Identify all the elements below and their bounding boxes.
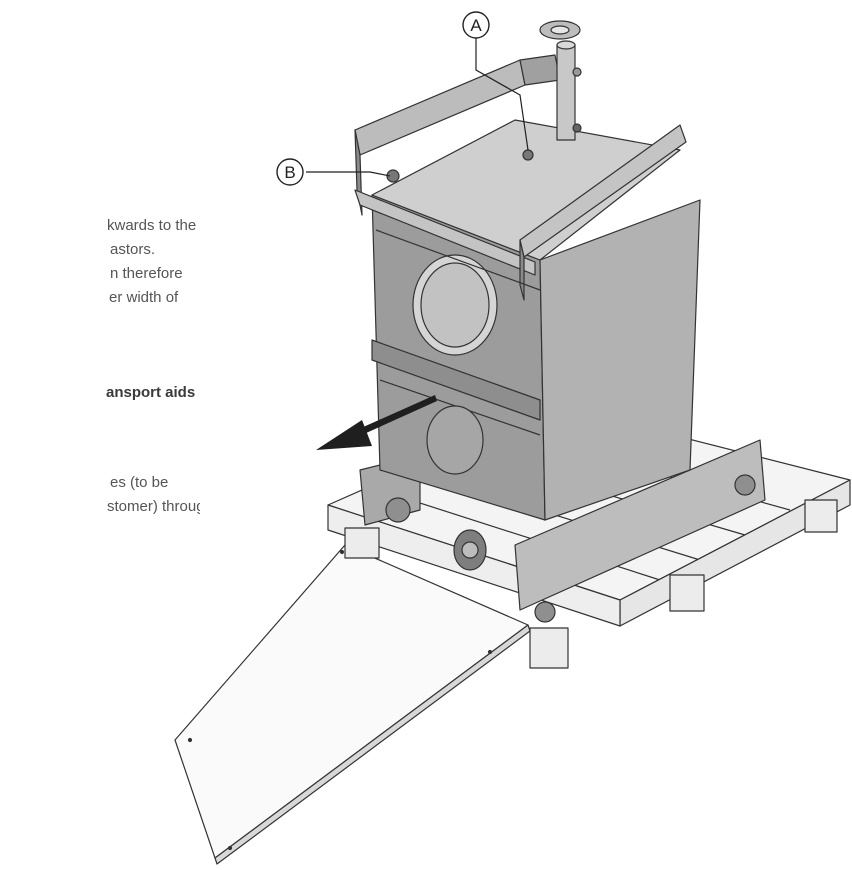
callout-b-label: B	[284, 163, 295, 182]
callout-a-label: A	[470, 16, 482, 35]
direction-arrow	[316, 395, 437, 450]
boiler-top	[371, 119, 681, 261]
instruction-line: es (to be	[110, 474, 169, 491]
instruction-line: astors.	[110, 241, 156, 258]
callout-b-leader	[306, 171, 391, 177]
instruction-line: kwards to the	[107, 217, 197, 234]
callout-b: B	[276, 158, 304, 186]
callout-a: A	[462, 11, 490, 39]
flue-pipe	[556, 44, 576, 141]
section-heading: ansport aids	[106, 384, 196, 401]
transport-frame-front	[354, 189, 536, 276]
boiler-right-face	[539, 199, 701, 521]
ramp-board	[174, 544, 529, 859]
callout-a-leader	[475, 38, 529, 151]
instruction-line: er width of	[109, 289, 179, 306]
instruction-line: n therefore	[110, 265, 183, 282]
instruction-line: stomer) through	[107, 498, 200, 515]
base-frame	[514, 439, 766, 611]
instruction-text: kwards to the astors. n therefore er wid…	[0, 0, 200, 870]
